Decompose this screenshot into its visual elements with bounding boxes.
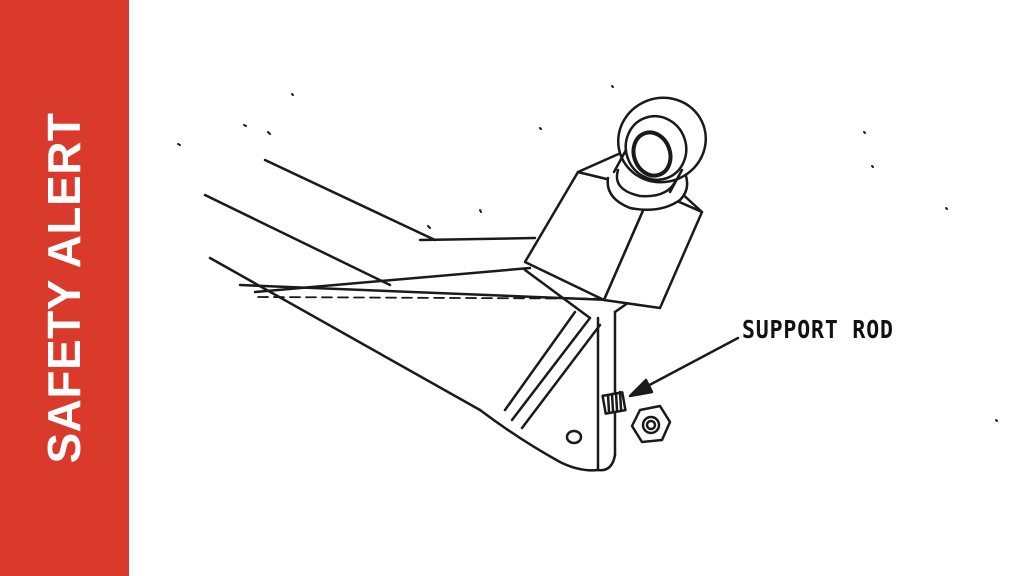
bracket-plate — [565, 298, 634, 472]
support-rod-label: SUPPORT ROD — [742, 315, 894, 344]
banner-title: SAFETY ALERT — [38, 112, 90, 464]
beam-body — [203, 158, 612, 472]
rod-end — [606, 96, 708, 211]
scan-specks — [177, 85, 998, 422]
callout-arrow — [628, 336, 740, 398]
safety-alert-banner: SAFETY ALERT — [0, 0, 129, 576]
hidden-line — [257, 296, 663, 300]
support-rod-illustration — [177, 85, 998, 472]
hex-nut — [630, 404, 672, 444]
support-rod — [601, 390, 627, 415]
